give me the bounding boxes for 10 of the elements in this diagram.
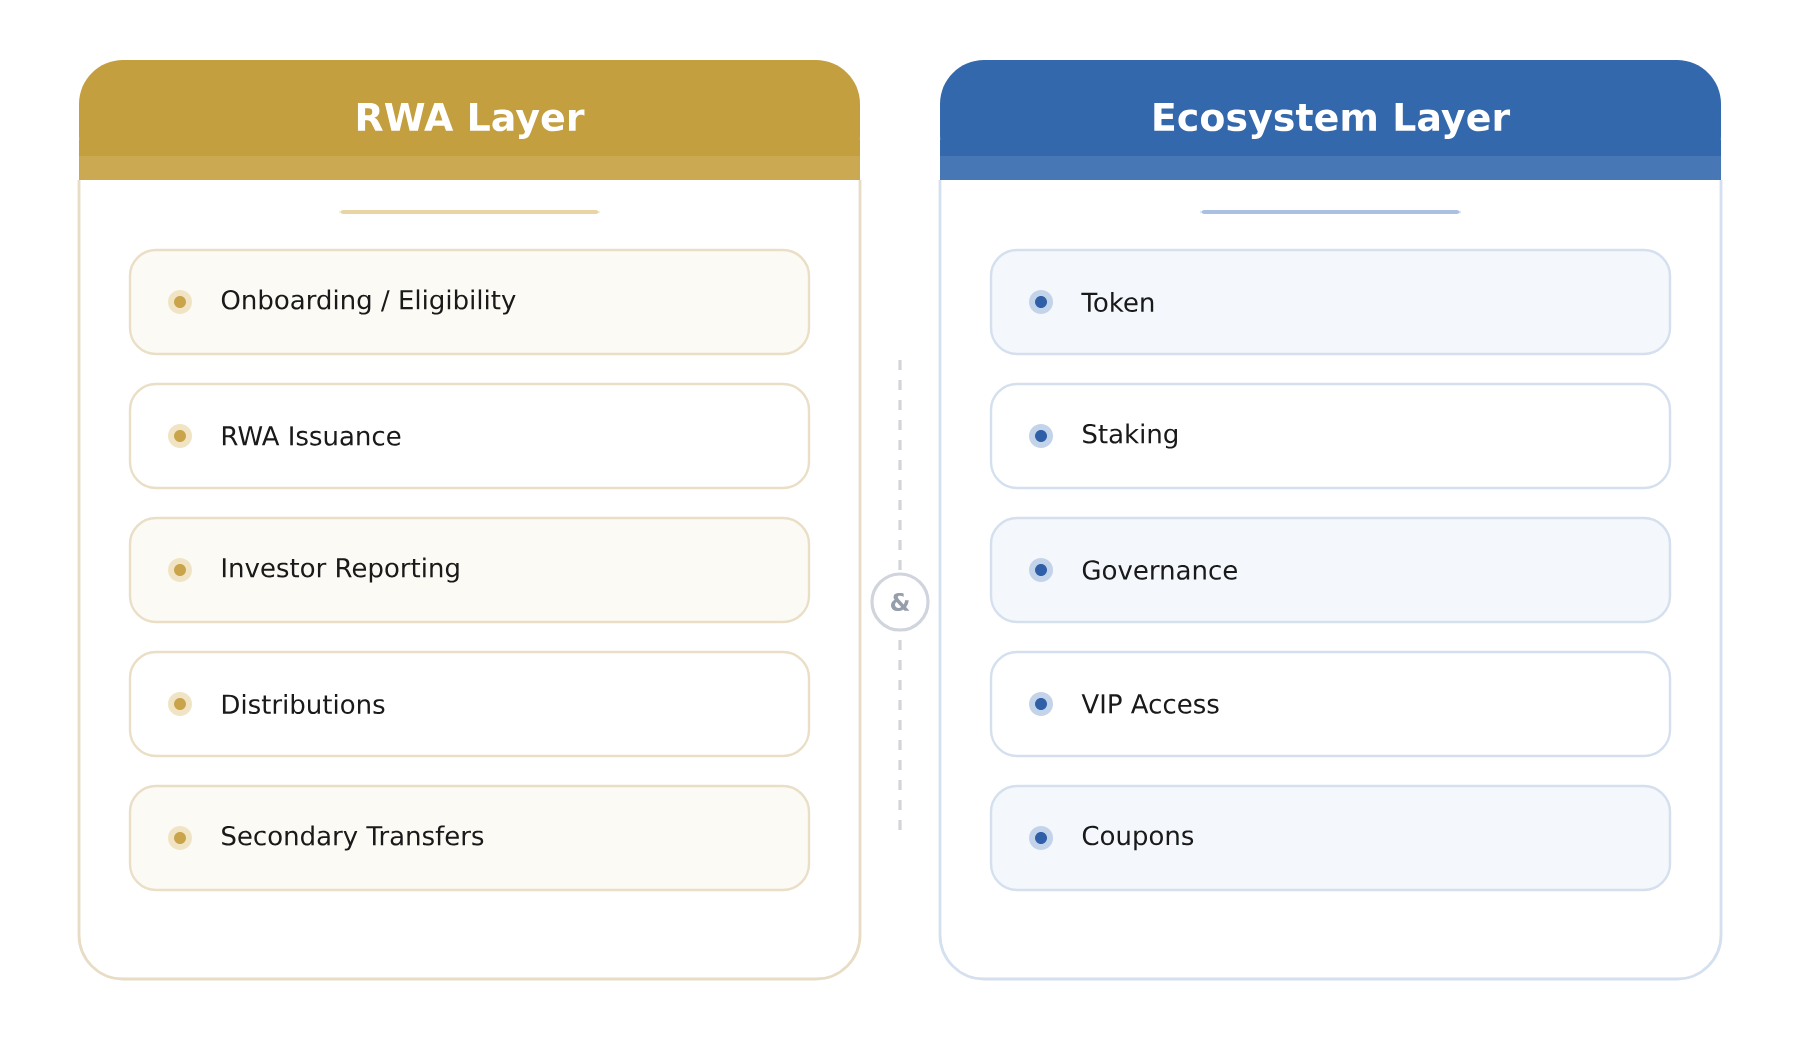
item-card: Governance [989,516,1672,624]
item-card: Distributions [128,650,811,758]
item-card: Token [989,248,1672,356]
item-card: RWA Issuance [128,382,811,490]
item-card: Secondary Transfers [128,784,811,892]
item-card: VIP Access [989,650,1672,758]
item-card: Onboarding / Eligibility [128,248,811,356]
item-card: Investor Reporting [128,516,811,624]
item-card: Coupons [989,784,1672,892]
item-card: Staking [989,382,1672,490]
